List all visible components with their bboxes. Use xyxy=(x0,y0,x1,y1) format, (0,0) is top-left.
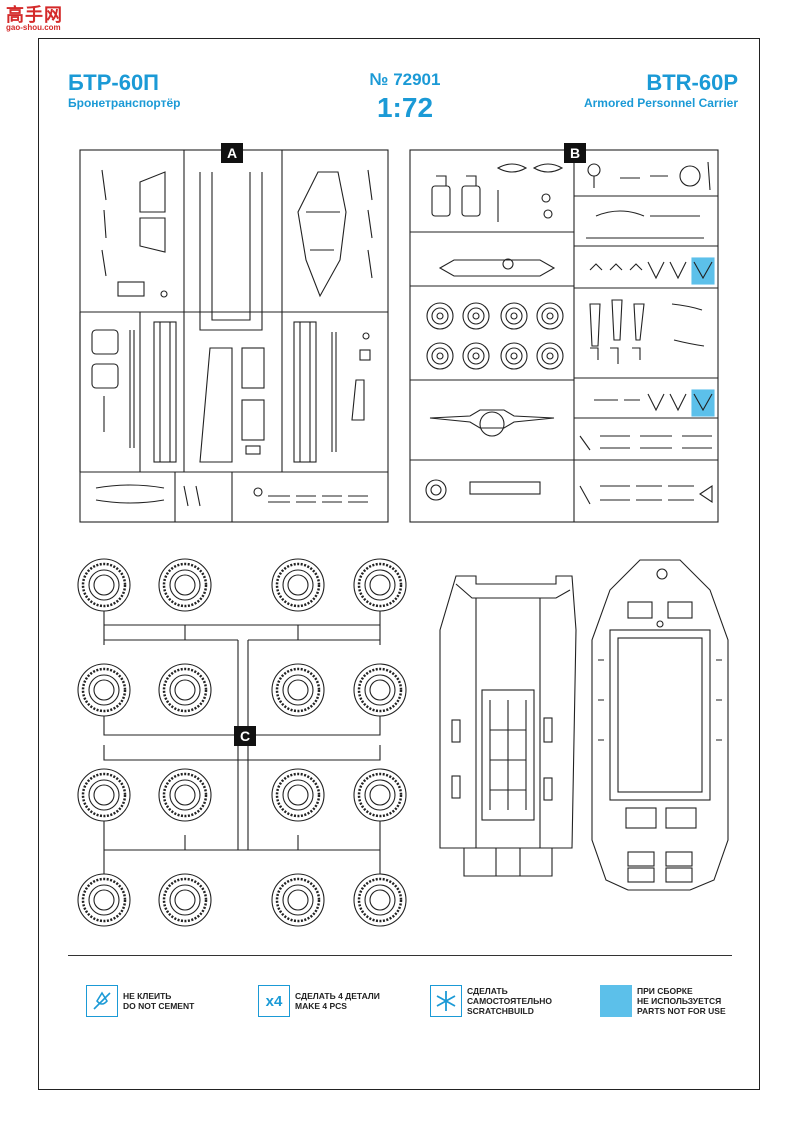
legend-make-four-ru: СДЕЛАТЬ 4 ДЕТАЛИ xyxy=(295,991,380,1001)
watermark-url: gao-shou.com xyxy=(6,23,61,32)
legend-make-four-en: MAKE 4 PCS xyxy=(295,1001,347,1011)
legend-scratchbuild-ru-1: СДЕЛАТЬ xyxy=(467,986,508,996)
legend-divider xyxy=(68,955,732,956)
page-frame xyxy=(38,38,760,1090)
legend-scratchbuild-en: SCRATCHBUILD xyxy=(467,1006,534,1016)
tyre xyxy=(271,873,325,927)
tyre xyxy=(353,768,407,822)
title-russian: БТР-60П xyxy=(68,70,159,95)
tyre xyxy=(158,768,212,822)
title-english: BTR-60P xyxy=(646,70,738,95)
tyre xyxy=(77,663,131,717)
tyre xyxy=(271,768,325,822)
scale-label: 1:72 xyxy=(376,92,434,123)
tyre xyxy=(271,663,325,717)
sprue-c-letter: C xyxy=(240,728,250,744)
sprue-b xyxy=(409,149,719,523)
legend-not-used-ru-2: НЕ ИСПОЛЬЗУЕТСЯ xyxy=(637,996,722,1006)
tyre xyxy=(77,873,131,927)
kit-number: № 72901 xyxy=(369,70,441,89)
hull-top-view xyxy=(439,575,577,877)
parts-not-used-icon xyxy=(600,985,632,1017)
watermark-logo: 高手网 gao-shou.com xyxy=(6,6,63,32)
hull-bottom-view xyxy=(591,559,729,891)
sprue-c xyxy=(77,558,407,927)
legend-not-used-en: PARTS NOT FOR USE xyxy=(637,1006,726,1016)
tyre xyxy=(77,768,131,822)
legend-scratchbuild-ru-2: САМОСТОЯТЕЛЬНО xyxy=(467,996,552,1006)
watermark-chinese: 高手网 xyxy=(6,5,63,25)
tyre xyxy=(158,873,212,927)
sprue-b-letter: B xyxy=(570,145,580,161)
tyre xyxy=(353,663,407,717)
tyre xyxy=(77,558,131,612)
legend-no-cement-en: DO NOT CEMENT xyxy=(123,1001,195,1011)
scratchbuild-icon xyxy=(430,985,462,1017)
legend-not-used-ru-1: ПРИ СБОРКЕ xyxy=(637,986,693,996)
sprue-letter-tags: A B C xyxy=(221,143,586,746)
sprue-a-letter: A xyxy=(227,145,237,161)
tyre xyxy=(353,558,407,612)
tyre xyxy=(353,873,407,927)
tyre xyxy=(158,663,212,717)
legend-no-cement-ru: НЕ КЛЕИТЬ xyxy=(123,991,172,1001)
x4-icon: x4 xyxy=(258,985,290,1017)
sprue-a xyxy=(79,149,389,523)
subtitle-english: Armored Personnel Carrier xyxy=(583,96,738,110)
no-glue-icon xyxy=(86,985,118,1017)
tyre xyxy=(271,558,325,612)
tyre xyxy=(158,558,212,612)
subtitle-russian: Бронетранспортёр xyxy=(68,96,181,110)
